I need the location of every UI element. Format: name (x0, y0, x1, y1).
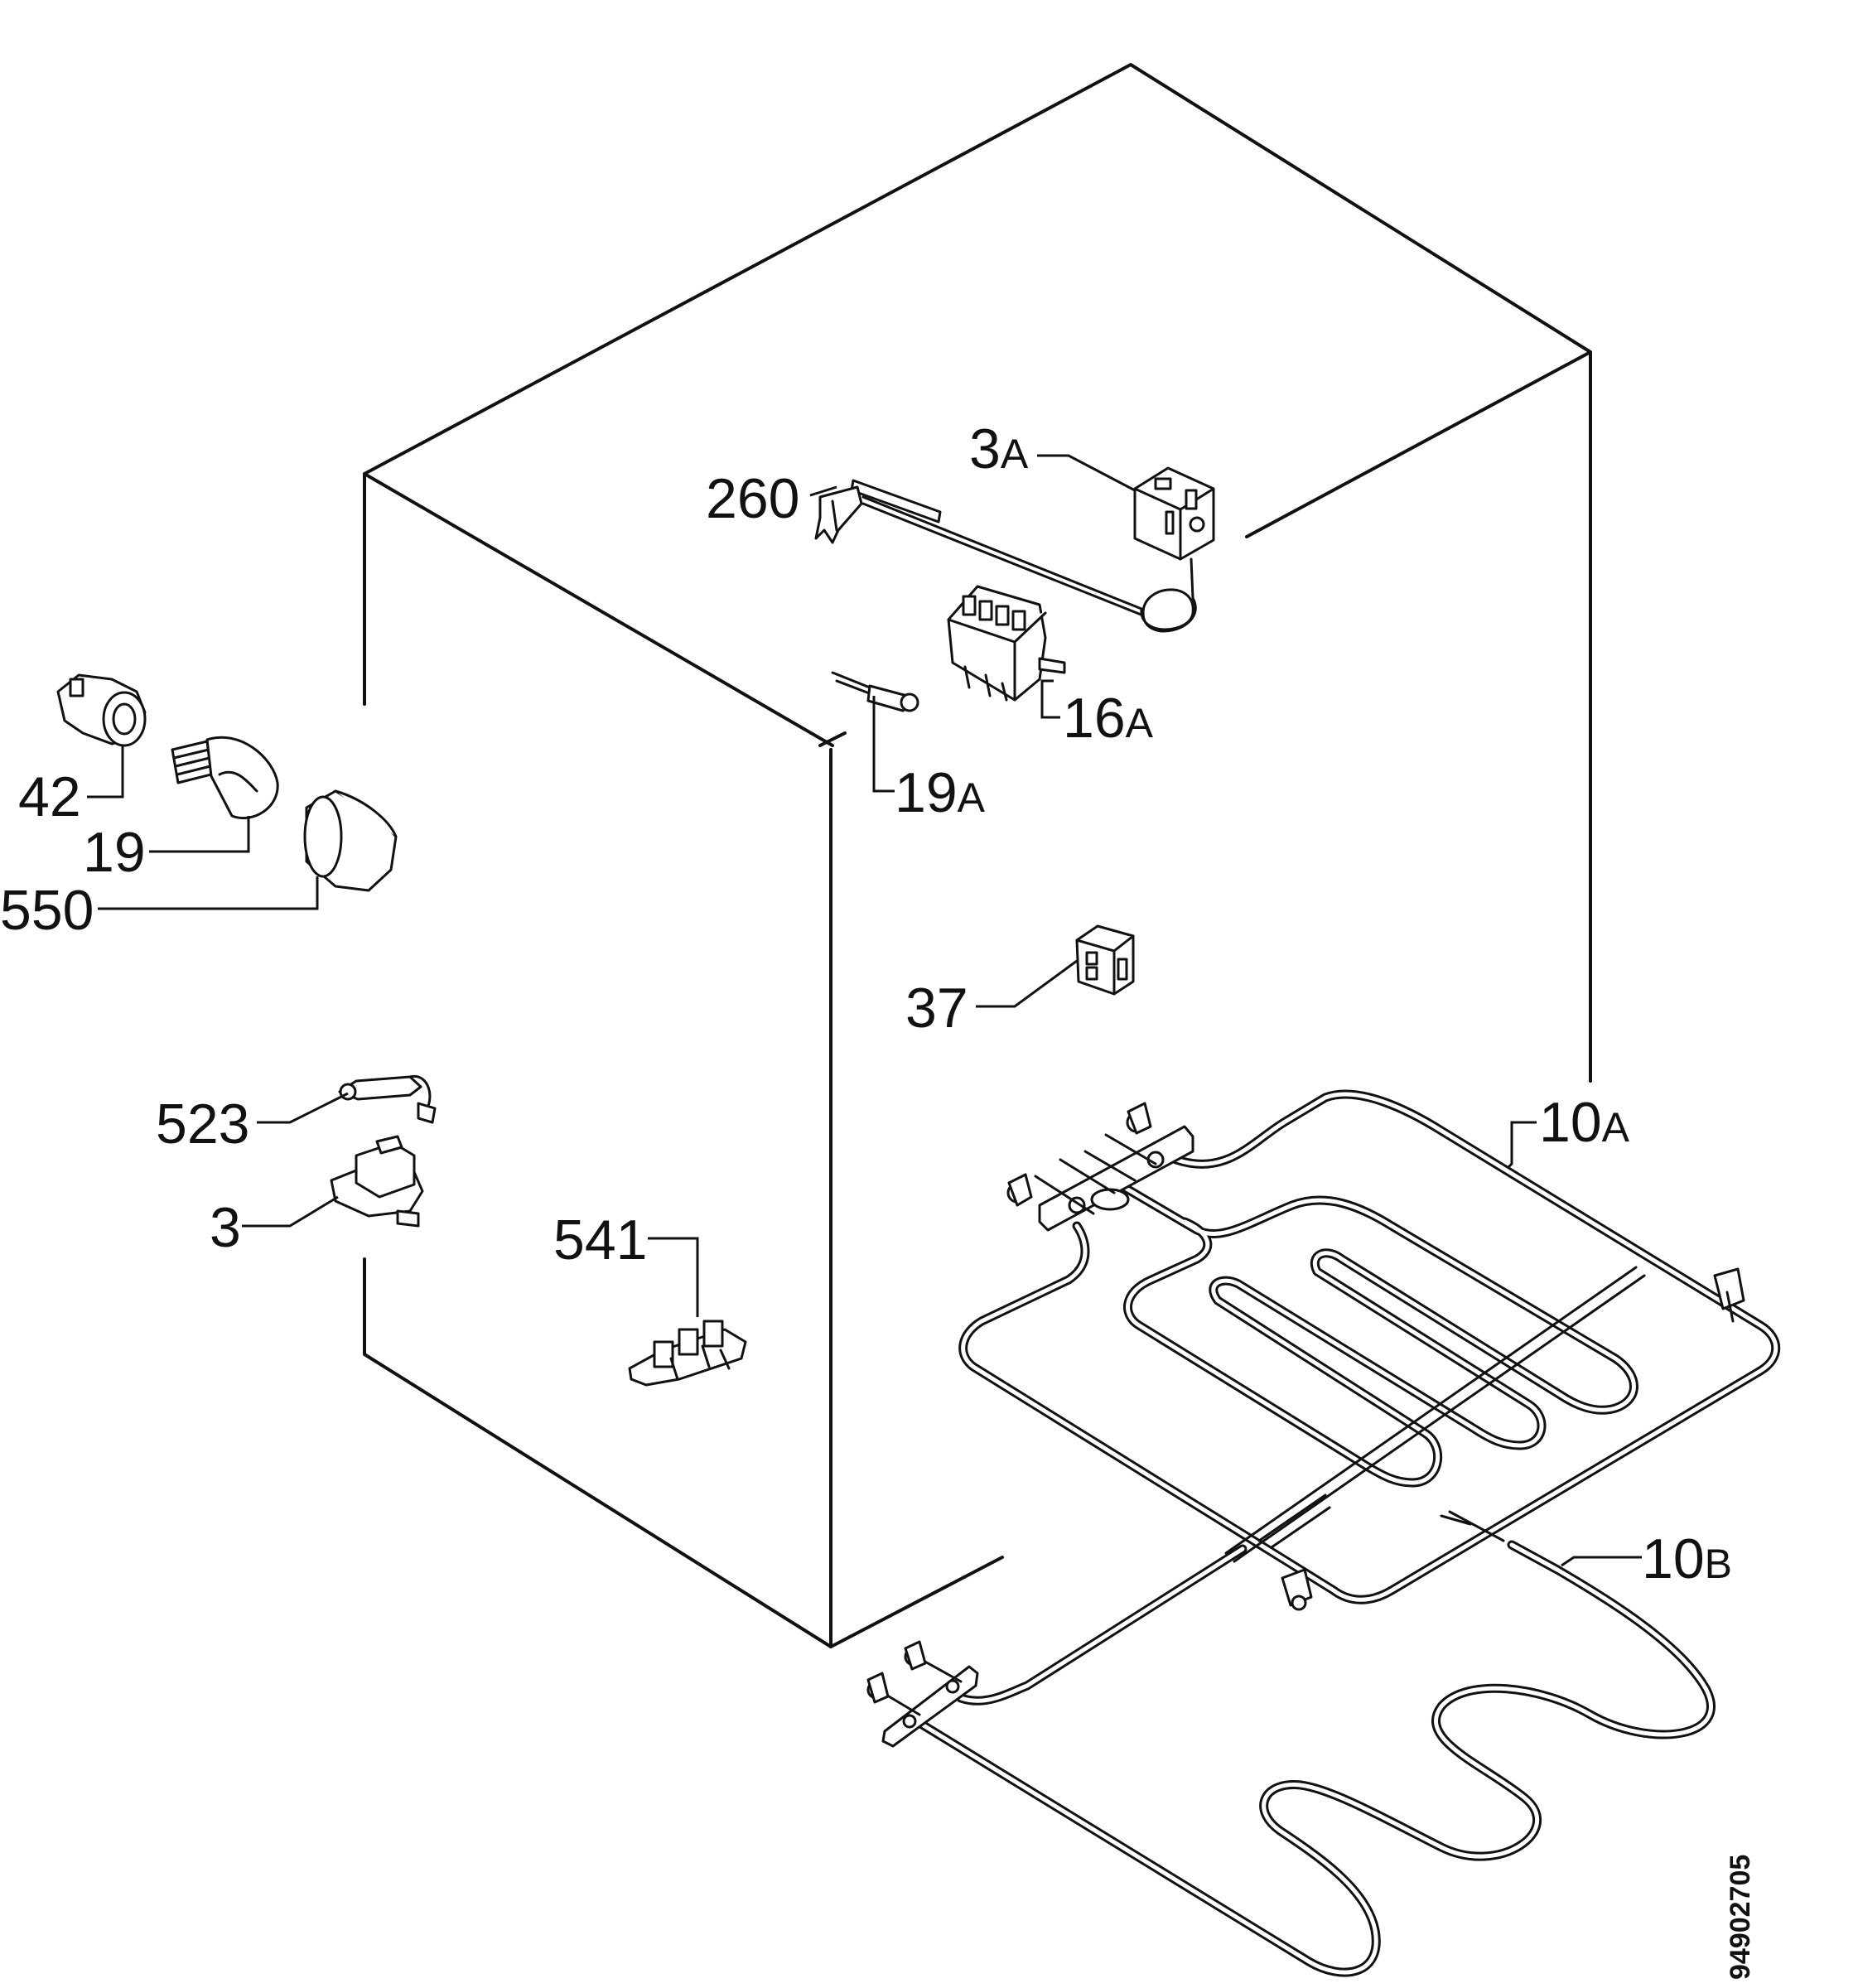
grill-inner-serpentine (1122, 1184, 1638, 1488)
grill-clip-right (1713, 1267, 1745, 1323)
oven-bulb-19 (171, 736, 279, 820)
lamp-cover-550 (303, 789, 398, 892)
sensor-clip-260 (814, 485, 863, 544)
document-number: 94902705 (1725, 1855, 1756, 1980)
bottom-element-10b (866, 1510, 1716, 1977)
leader-550 (98, 876, 319, 910)
callout-37: 37 (905, 977, 968, 1040)
grill-outer-loop (958, 1089, 1781, 1604)
callout-541: 541 (553, 1209, 647, 1271)
lamp-holder-42 (56, 673, 147, 747)
indicator-lamp-19a (831, 671, 919, 712)
bottom-mounting-plate (866, 1640, 979, 1748)
leader-10b (1561, 1556, 1642, 1567)
leader-42 (87, 746, 124, 799)
leader-260 (809, 485, 837, 497)
callout-19a: 19A (895, 761, 986, 824)
thermostat-3a (850, 466, 1215, 633)
leader-19a (872, 696, 895, 793)
terminal-block-37 (1075, 924, 1135, 996)
leader-523 (257, 1092, 349, 1124)
grill-clip-bottom (1281, 1568, 1313, 1611)
callout-523: 523 (156, 1093, 249, 1156)
safety-thermostat-3 (330, 1135, 424, 1228)
leader-19 (149, 816, 250, 853)
leader-lines (87, 454, 1642, 1567)
callout-42: 42 (18, 765, 81, 828)
grill-mounting-plate (1006, 1102, 1194, 1232)
leader-16a (1040, 679, 1060, 719)
oven-housing (363, 63, 1592, 1648)
callout-260: 260 (706, 467, 799, 530)
leader-541 (648, 1237, 699, 1317)
leader-3a (1037, 454, 1136, 492)
callout-10b: 10B (1642, 1527, 1732, 1590)
callout-labels: 3A 260 16A 19A 42 19 550 37 523 3 541 10… (0, 417, 1732, 1590)
callout-19: 19 (83, 821, 146, 884)
leader-3 (242, 1195, 339, 1228)
connector-541 (628, 1320, 747, 1387)
callout-16a: 16A (1063, 687, 1154, 750)
grill-element-10a (958, 1089, 1781, 1611)
leader-37 (976, 959, 1078, 1008)
leader-10a (1506, 1121, 1537, 1170)
callout-550: 550 (0, 879, 94, 942)
callout-3a: 3A (969, 417, 1029, 480)
callout-3: 3 (210, 1196, 241, 1259)
callout-10a: 10A (1539, 1091, 1630, 1154)
selector-switch-16a (947, 585, 1066, 702)
cable-523 (338, 1074, 437, 1124)
